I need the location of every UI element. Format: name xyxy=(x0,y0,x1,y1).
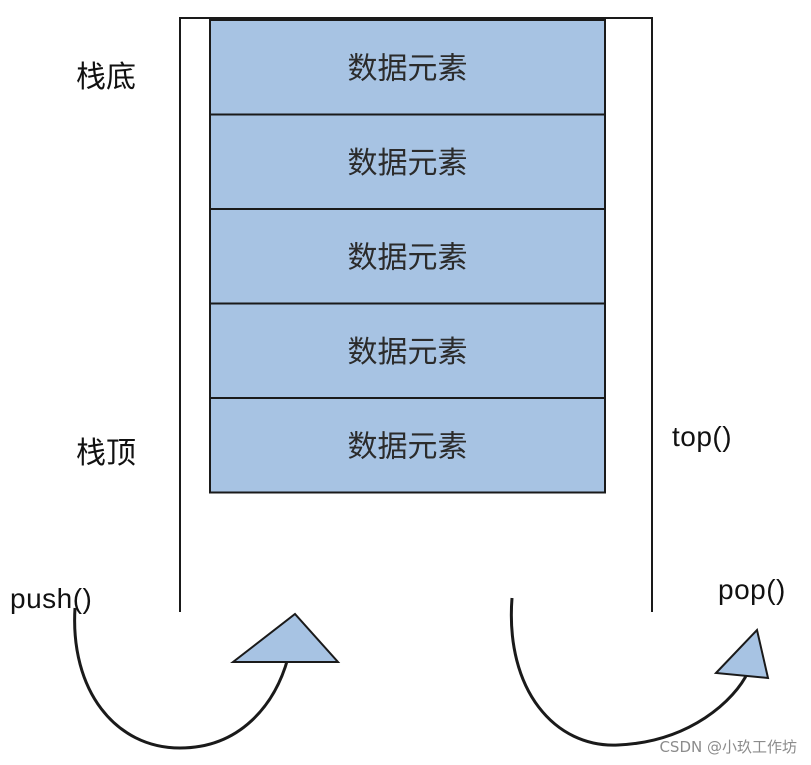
stack-element-cell xyxy=(209,397,606,494)
push-function-label: push() xyxy=(10,583,93,614)
push-arrow-head-icon xyxy=(230,612,341,663)
stack-element-label: 数据元素 xyxy=(348,335,468,370)
stack-top-label: 栈顶 xyxy=(76,436,136,471)
stack-element-label: 数据元素 xyxy=(348,240,468,275)
watermark: CSDN @小玖工作坊 xyxy=(659,738,797,756)
stack-element-cell xyxy=(209,302,606,399)
stack-element-label: 数据元素 xyxy=(348,51,468,86)
push-arrow-curve xyxy=(73,607,290,750)
stack-bottom-label: 栈底 xyxy=(76,60,136,95)
top-function-label: top() xyxy=(672,421,733,452)
stack-element-label: 数据元素 xyxy=(348,429,468,464)
stack-element-cell xyxy=(209,113,606,210)
pop-arrow-curve xyxy=(509,597,750,747)
stack-container xyxy=(179,17,653,612)
pop-function-label: pop() xyxy=(718,574,786,605)
pop-arrow-head-icon xyxy=(713,627,770,680)
stack-element-label: 数据元素 xyxy=(348,146,468,181)
